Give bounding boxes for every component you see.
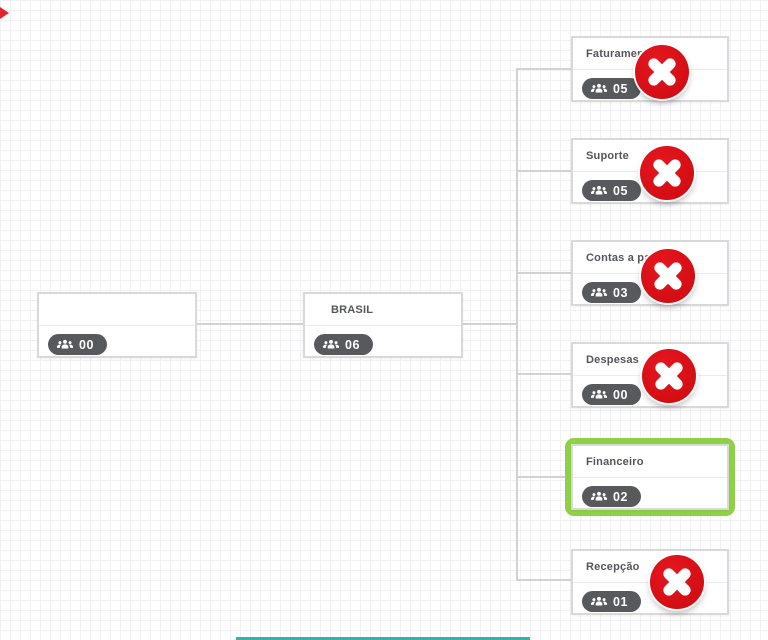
org-node-financeiro[interactable]: Financeiro 02 — [571, 444, 729, 510]
x-cross-icon — [641, 249, 695, 303]
x-cross-icon — [640, 146, 694, 200]
users-group-icon — [323, 339, 339, 350]
member-count-badge: 05 — [582, 180, 642, 201]
org-node-brasil[interactable]: BRASIL 06 — [303, 292, 463, 358]
node-title: BRASIL — [305, 294, 461, 326]
corner-marker — [0, 7, 9, 19]
member-count: 00 — [79, 337, 95, 352]
connector-brasil-trunk — [461, 323, 517, 325]
org-node-despesas[interactable]: Despesas 00 — [571, 342, 729, 408]
connector-stub-financeiro — [517, 476, 571, 478]
x-cross-icon — [635, 45, 689, 99]
users-group-icon — [591, 491, 607, 502]
member-count: 05 — [613, 183, 629, 198]
delete-node-button[interactable] — [650, 555, 704, 609]
org-node-contas-a-pagar[interactable]: Contas a pagar 03 — [571, 240, 729, 306]
org-node-faturamento[interactable]: Faturamento 05 — [571, 36, 729, 102]
x-cross-icon — [650, 555, 704, 609]
member-count: 02 — [613, 489, 629, 504]
member-count: 06 — [345, 337, 361, 352]
org-node-recepcao[interactable]: Recepção 01 — [571, 549, 729, 615]
org-node-suporte[interactable]: Suporte 05 — [571, 138, 729, 204]
member-count-badge: 02 — [582, 486, 642, 507]
connector-stub-contas-a-pagar — [517, 272, 571, 274]
node-title — [39, 294, 195, 326]
users-group-icon — [591, 389, 607, 400]
users-group-icon — [591, 287, 607, 298]
member-count: 03 — [613, 285, 629, 300]
x-cross-icon — [642, 349, 696, 403]
connector-stub-faturamento — [517, 68, 571, 70]
delete-node-button[interactable] — [635, 45, 689, 99]
member-count: 01 — [613, 594, 629, 609]
member-count-badge: 06 — [314, 334, 374, 355]
connector-root-brasil — [196, 323, 304, 325]
bottom-scrollbar[interactable] — [236, 637, 530, 640]
users-group-icon — [591, 83, 607, 94]
delete-node-button[interactable] — [642, 349, 696, 403]
member-count-badge: 01 — [582, 591, 642, 612]
member-count: 00 — [613, 387, 629, 402]
connector-stub-suporte — [517, 170, 571, 172]
delete-node-button[interactable] — [641, 249, 695, 303]
connector-stub-recepcao — [517, 579, 571, 581]
users-group-icon — [591, 596, 607, 607]
member-count-badge: 00 — [582, 384, 642, 405]
org-node-root[interactable]: 00 — [37, 292, 197, 358]
users-group-icon — [57, 339, 73, 350]
member-count-badge: 05 — [582, 78, 642, 99]
users-group-icon — [591, 185, 607, 196]
node-title: Financeiro — [573, 446, 727, 478]
member-count-badge: 00 — [48, 334, 108, 355]
member-count: 05 — [613, 81, 629, 96]
member-count-badge: 03 — [582, 282, 642, 303]
connector-trunk — [516, 68, 518, 581]
selection-highlight-frame — [565, 438, 735, 516]
delete-node-button[interactable] — [640, 146, 694, 200]
connector-stub-despesas — [517, 373, 571, 375]
